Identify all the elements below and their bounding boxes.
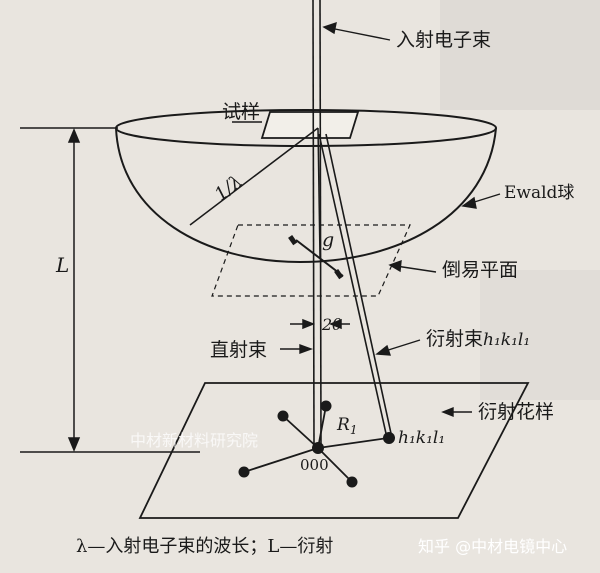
diffraction-plane-outline — [138, 382, 530, 519]
diffracted-beam-hkl: h₁k₁l₁ — [483, 330, 530, 350]
diffracted-beam-text: 衍射束 — [426, 328, 483, 350]
spot — [320, 400, 332, 412]
r1-letter: R — [336, 415, 350, 435]
diffraction-pattern-label: 衍射花样 — [478, 401, 554, 423]
incident-beam-label: 入射电子束 — [396, 29, 491, 51]
spot — [238, 466, 250, 478]
specimen-plate — [260, 111, 360, 139]
spot — [277, 410, 289, 422]
radius-line-2 — [317, 127, 321, 259]
g-vector-label: g — [322, 229, 334, 251]
spot — [346, 476, 358, 488]
ghost-text — [440, 0, 600, 400]
hkl-spot — [383, 432, 395, 444]
lattice-point-a — [288, 235, 298, 246]
r1-label: R1 — [336, 415, 357, 437]
radius-label: 1/λ — [211, 171, 247, 205]
ewald-sphere-label: Ewald球 — [504, 183, 574, 203]
g-vector — [295, 239, 344, 277]
camera-length-symbol: L — [55, 253, 69, 277]
origin-label: 000 — [300, 456, 329, 474]
two-theta-arrows — [290, 318, 350, 330]
reciprocal-plane-outline — [211, 224, 411, 297]
caption: λ—入射电子束的波长；L—衍射 — [76, 536, 333, 557]
watermark-center: 中材新材料研究院 — [130, 431, 258, 450]
pattern-spots — [238, 400, 395, 488]
reciprocal-plane-label: 倒易平面 — [442, 259, 518, 281]
sphere-bowl — [115, 127, 497, 264]
diffracted-beam — [318, 133, 393, 439]
lattice-point-b — [334, 269, 344, 280]
direct-beam — [312, 0, 322, 449]
r1-sub: 1 — [350, 423, 358, 437]
hkl-spot-label: h₁k₁l₁ — [398, 428, 445, 448]
direct-beam-label: 直射束 — [210, 339, 267, 361]
origin-spot — [312, 442, 324, 454]
diffracted-beam-label: 衍射束h₁k₁l₁ — [426, 328, 530, 350]
two-theta-label: 2θ — [321, 315, 342, 334]
camera-length-dimension — [20, 127, 200, 453]
watermark-corner: 知乎 @中材电镜中心 — [418, 537, 567, 556]
radius-line — [189, 127, 319, 226]
pattern-lattice — [243, 405, 389, 483]
specimen-label: 试样 — [222, 101, 260, 123]
leader-arrows — [232, 21, 501, 418]
